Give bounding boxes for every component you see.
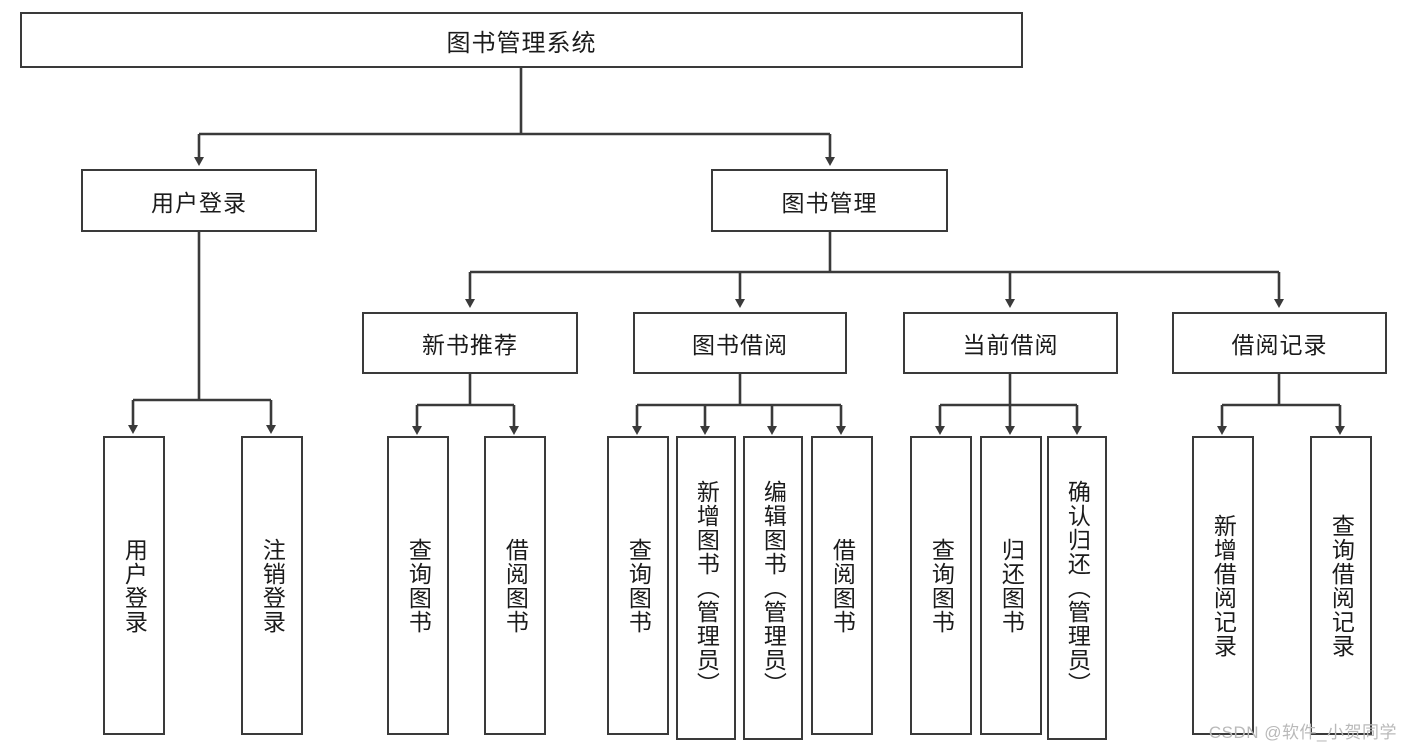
leaf-label: 借阅图书 [829,537,856,634]
leaf-label: 查询图书 [928,537,955,634]
leaf-label: 注销登录 [259,537,286,634]
node-book-borrow[interactable]: 图书借阅 [633,312,847,374]
node-root-system[interactable]: 图书管理系统 [20,12,1023,68]
leaf-query-book-current[interactable]: 查询图书 [910,436,972,735]
leaf-edit-book-admin[interactable]: 编辑图书（管理员） [743,436,803,740]
node-borrow-record[interactable]: 借阅记录 [1172,312,1387,374]
leaf-query-book-recommend[interactable]: 查询图书 [387,436,449,735]
leaf-confirm-return-admin[interactable]: 确认归还（管理员） [1047,436,1107,740]
leaf-label: 查询借阅记录 [1328,513,1355,658]
leaf-query-borrow-record[interactable]: 查询借阅记录 [1310,436,1372,735]
leaf-logout[interactable]: 注销登录 [241,436,303,735]
leaf-borrow-book-recommend[interactable]: 借阅图书 [484,436,546,735]
leaf-label: 查询图书 [625,537,652,634]
leaf-add-book-admin[interactable]: 新增图书（管理员） [676,436,736,740]
leaf-label: 新增图书（管理员） [693,480,720,696]
leaf-label: 借阅图书 [502,537,529,634]
leaf-query-book-borrow[interactable]: 查询图书 [607,436,669,735]
leaf-return-book[interactable]: 归还图书 [980,436,1042,735]
leaf-label: 查询图书 [405,537,432,634]
node-user-login[interactable]: 用户登录 [81,169,317,232]
leaf-borrow-book[interactable]: 借阅图书 [811,436,873,735]
node-new-book-recommend[interactable]: 新书推荐 [362,312,578,374]
leaf-label: 新增借阅记录 [1210,513,1237,658]
leaf-add-borrow-record[interactable]: 新增借阅记录 [1192,436,1254,735]
leaf-user-login[interactable]: 用户登录 [103,436,165,735]
node-current-borrow[interactable]: 当前借阅 [903,312,1118,374]
leaf-label: 用户登录 [121,537,148,634]
leaf-label: 确认归还（管理员） [1064,480,1091,696]
leaf-label: 归还图书 [998,537,1025,634]
leaf-label: 编辑图书（管理员） [760,480,787,696]
node-book-management[interactable]: 图书管理 [711,169,948,232]
